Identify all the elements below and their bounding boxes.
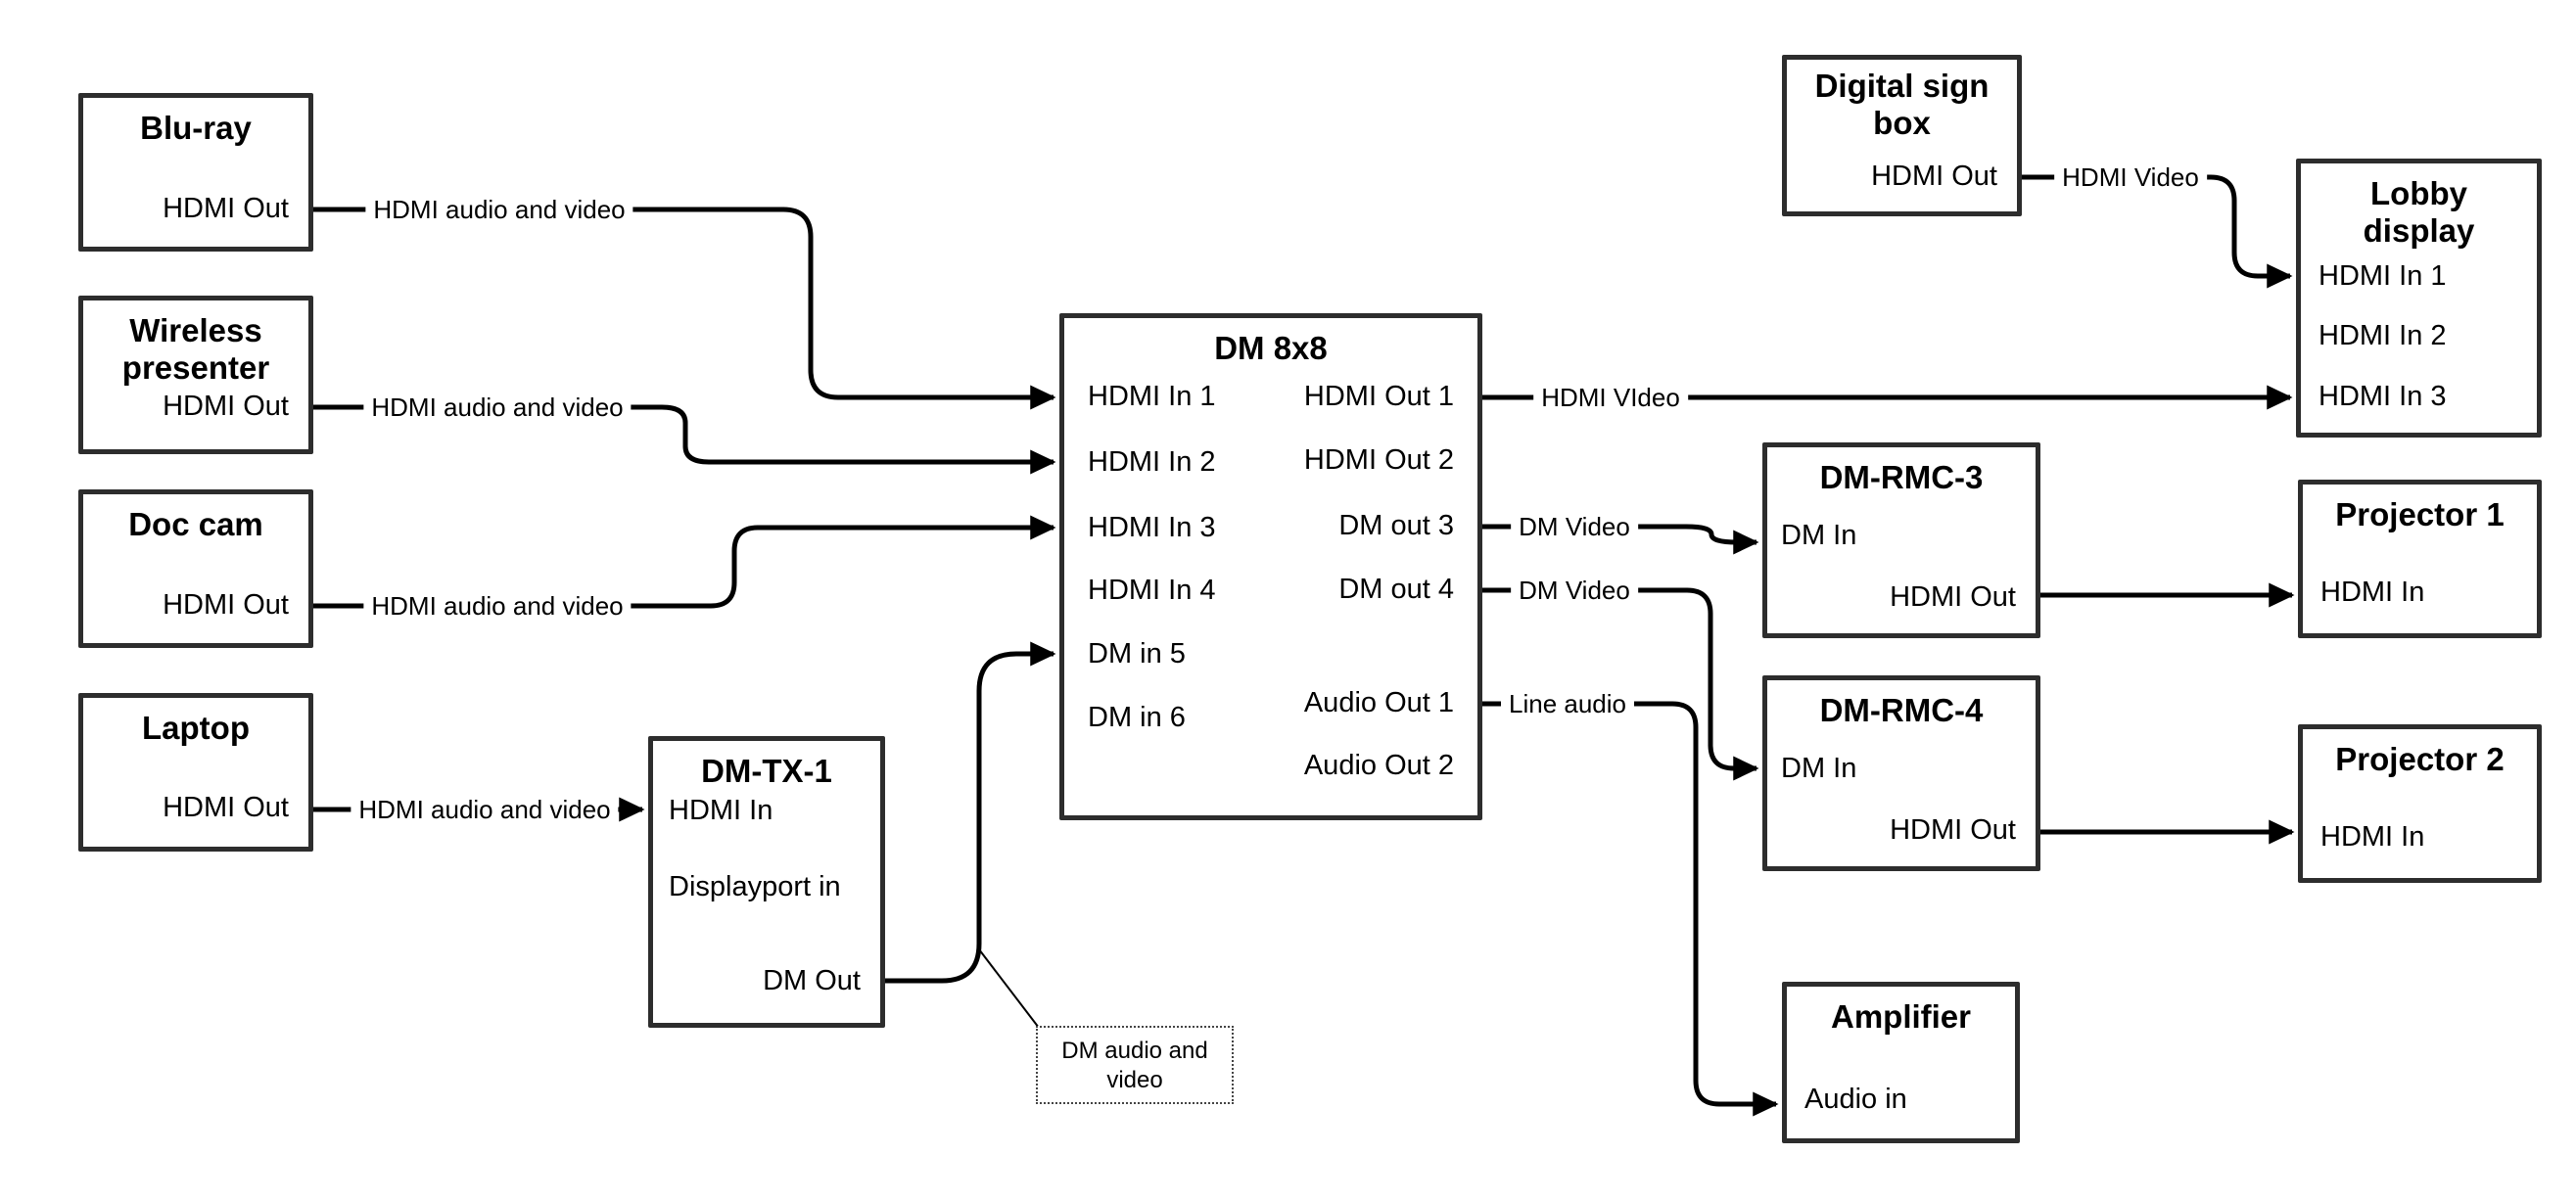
port-audio-in: Audio in xyxy=(1804,1084,1907,1115)
node-blu-ray: Blu-ray HDMI Out xyxy=(78,93,313,252)
port-hdmi-in-3: HDMI In 3 xyxy=(1088,512,1216,543)
wire-label-dm-video-out4: DM Video xyxy=(1511,576,1638,605)
node-title: Lobby display xyxy=(2363,175,2475,249)
port-audio-out-2: Audio Out 2 xyxy=(1303,750,1454,781)
node-doc-cam: Doc cam HDMI Out xyxy=(78,489,313,648)
port-dm-in: DM In xyxy=(1781,520,1857,551)
port-hdmi-in: HDMI In xyxy=(2320,821,2425,853)
wire-label-bluray: HDMI audio and video xyxy=(365,195,633,224)
node-title: Doc cam xyxy=(128,506,263,542)
callout-leader-line xyxy=(978,948,1040,1029)
port-displayport-in: Displayport in xyxy=(669,871,841,902)
node-title: DM-TX-1 xyxy=(701,753,832,789)
node-title: Wireless presenter xyxy=(121,312,270,386)
node-digital-sign-box: Digital sign box HDMI Out xyxy=(1782,55,2022,216)
node-title: Digital sign box xyxy=(1814,68,1990,141)
port-hdmi-out-1: HDMI Out 1 xyxy=(1303,381,1454,412)
port-dm-in-5: DM in 5 xyxy=(1088,638,1186,670)
node-title: Laptop xyxy=(142,710,250,746)
node-amplifier: Amplifier Audio in xyxy=(1782,982,2020,1143)
port-hdmi-out: HDMI Out xyxy=(1890,581,2016,613)
wire-dmtx1-to-dm8x8-in5 xyxy=(885,641,1056,984)
wire-dm8x8-out3-to-rmc3 xyxy=(1482,524,1759,555)
wire-dm8x8-out4-to-rmc4 xyxy=(1482,587,1759,781)
node-title: Blu-ray xyxy=(140,110,252,146)
port-hdmi-in: HDMI In xyxy=(2320,577,2425,608)
node-dm-rmc-4: DM-RMC-4 DM In HDMI Out xyxy=(1762,675,2040,871)
node-projector-1: Projector 1 HDMI In xyxy=(2298,480,2542,638)
wire-wireless-to-dm8x8-in2 xyxy=(313,404,1056,475)
port-hdmi-in-3: HDMI In 3 xyxy=(2318,381,2447,412)
wire-signbox-to-lobby-in1 xyxy=(2022,174,2293,289)
wire-label-line-audio: Line audio xyxy=(1501,689,1634,718)
wire-label-doccam: HDMI audio and video xyxy=(363,591,632,621)
wire-label-hdmi-video-out1: HDMI VIdeo xyxy=(1533,383,1688,412)
port-hdmi-in-1: HDMI In 1 xyxy=(1088,381,1216,412)
port-hdmi-in-1: HDMI In 1 xyxy=(2318,260,2447,292)
port-dm-out-4: DM out 4 xyxy=(1338,574,1454,605)
port-hdmi-out: HDMI Out xyxy=(163,792,289,823)
wire-doccam-to-dm8x8-in3 xyxy=(313,515,1056,609)
port-hdmi-out: HDMI Out xyxy=(1890,814,2016,846)
node-lobby-display: Lobby display HDMI In 1 HDMI In 2 HDMI I… xyxy=(2296,159,2542,438)
node-title: DM 8x8 xyxy=(1214,330,1328,366)
port-dm-in: DM In xyxy=(1781,753,1857,784)
port-hdmi-out: HDMI Out xyxy=(163,391,289,422)
node-title: DM-RMC-3 xyxy=(1819,459,1984,495)
node-laptop: Laptop HDMI Out xyxy=(78,693,313,852)
port-hdmi-in-4: HDMI In 4 xyxy=(1088,575,1216,606)
node-dm-rmc-3: DM-RMC-3 DM In HDMI Out xyxy=(1762,442,2040,638)
wire-dm8x8-aout1-to-amplifier xyxy=(1482,701,1779,1117)
wire-label-wireless: HDMI audio and video xyxy=(363,393,632,422)
port-hdmi-in-2: HDMI In 2 xyxy=(2318,320,2447,351)
port-hdmi-out: HDMI Out xyxy=(163,589,289,621)
node-projector-2: Projector 2 HDMI In xyxy=(2298,724,2542,883)
port-hdmi-out: HDMI Out xyxy=(1871,161,1997,192)
wire-label-dm-video-out3: DM Video xyxy=(1511,512,1638,541)
node-dm-tx-1: DM-TX-1 HDMI In Displayport in DM Out xyxy=(648,736,885,1028)
port-hdmi-out-2: HDMI Out 2 xyxy=(1303,444,1454,476)
port-hdmi-in: HDMI In xyxy=(669,795,773,826)
node-title: Projector 1 xyxy=(2335,496,2505,532)
wire-label-sign-hdmi-video: HDMI Video xyxy=(2054,162,2207,192)
wire-label-laptop: HDMI audio and video xyxy=(351,795,619,824)
port-audio-out-1: Audio Out 1 xyxy=(1303,687,1454,718)
port-dm-in-6: DM in 6 xyxy=(1088,702,1186,733)
node-title: DM-RMC-4 xyxy=(1819,692,1984,728)
port-hdmi-in-2: HDMI In 2 xyxy=(1088,446,1216,478)
callout-dm-audio-video: DM audio and video xyxy=(1036,1026,1234,1104)
node-title: Amplifier xyxy=(1830,998,1972,1035)
wire-bluray-to-dm8x8-in1 xyxy=(313,207,1056,410)
node-dm-8x8: DM 8x8 HDMI In 1 HDMI In 2 HDMI In 3 HDM… xyxy=(1059,313,1482,820)
node-title: Projector 2 xyxy=(2335,741,2505,777)
node-wireless-presenter: Wireless presenter HDMI Out xyxy=(78,296,313,454)
port-dm-out-3: DM out 3 xyxy=(1338,510,1454,541)
port-hdmi-out: HDMI Out xyxy=(163,193,289,224)
port-dm-out: DM Out xyxy=(763,965,861,996)
